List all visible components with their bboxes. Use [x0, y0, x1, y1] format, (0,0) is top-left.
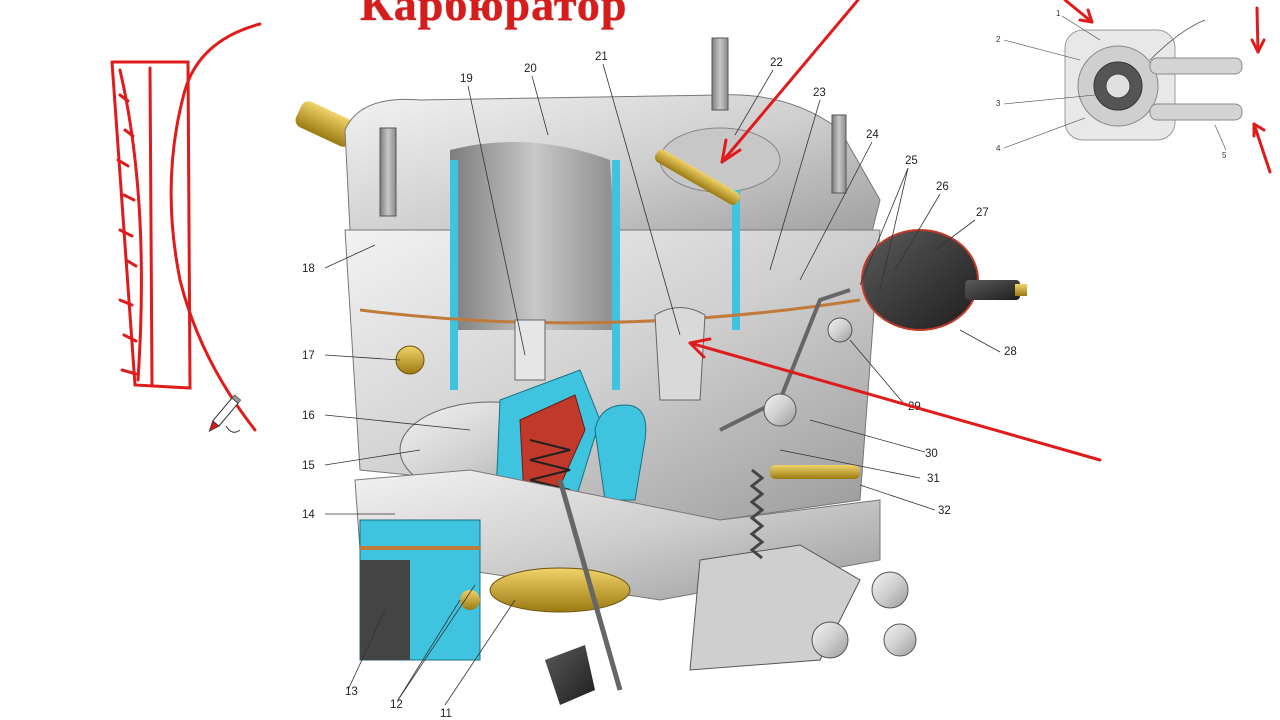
inset-label-5: 5	[1222, 151, 1227, 160]
cutaway-wall-left	[450, 160, 458, 390]
linkage-screw-29	[827, 317, 853, 343]
red-arrow-inset-2	[1255, 6, 1260, 54]
callout-13: 13	[345, 686, 358, 698]
fuel-tube	[654, 149, 740, 205]
choke-screw-28	[965, 280, 1020, 300]
callout-27: 27	[976, 207, 989, 219]
callout-12: 12	[390, 699, 403, 711]
choke-linkage	[719, 288, 851, 432]
throttle-jet-12	[460, 590, 480, 610]
callout-26: 26	[936, 181, 949, 193]
return-spring	[749, 468, 765, 560]
inset-angle-arc	[1149, 19, 1206, 61]
cutaway-wall-mid	[612, 160, 620, 390]
callout-22: 22	[770, 57, 783, 69]
red-arrow-to-secondary-bore-head	[720, 138, 742, 164]
callout-11: 11	[440, 708, 452, 720]
pump-rod	[557, 479, 623, 691]
stud-right	[831, 114, 847, 194]
callout-16: 16	[302, 410, 315, 422]
callout-32: 32	[938, 505, 951, 517]
primary-bore	[450, 142, 620, 330]
red-arrow-to-emulsion-tube	[688, 341, 1102, 462]
fuel-inlet-fitting	[295, 101, 357, 147]
red-arrow-to-secondary-bore	[720, 0, 860, 164]
sketch-jet-outline	[110, 60, 192, 390]
sketch-jet-inner	[118, 68, 143, 382]
lever-nut-2	[811, 621, 849, 659]
inset-label-2: 2	[996, 35, 1001, 44]
red-annotations	[110, 0, 1272, 462]
callout-31: 31	[927, 473, 940, 485]
callout-numbers: 11 12 13 14 15 16 17 18 19 20 21 22 23 2…	[302, 51, 1017, 720]
sketch-jet-divider	[148, 66, 154, 388]
gasket-stripe	[359, 298, 861, 325]
callout-18: 18	[302, 263, 315, 275]
inset-label-4: 4	[996, 144, 1001, 153]
fuel-channel	[594, 404, 647, 501]
stud-top	[711, 37, 729, 111]
sketch-jet-hatch	[116, 93, 138, 376]
callout-28: 28	[1004, 346, 1017, 358]
linkage-screw-30	[763, 393, 797, 427]
red-arrow-inset-3	[1252, 122, 1272, 174]
cutaway-wall-right	[732, 190, 740, 330]
pencil-cursor-tail	[225, 425, 241, 433]
inset-core	[1105, 73, 1131, 99]
callout-14: 14	[302, 509, 315, 521]
callout-30: 30	[925, 448, 938, 460]
callout-17: 17	[302, 350, 315, 362]
callout-19: 19	[460, 73, 473, 85]
idle-jet-17	[395, 345, 425, 375]
choke-screw-tip	[1015, 284, 1027, 296]
inset-label-3: 3	[996, 99, 1001, 108]
callout-25: 25	[905, 155, 918, 167]
adjust-screw-32	[770, 465, 860, 479]
callout-23: 23	[813, 87, 826, 99]
mounting-bracket	[545, 645, 595, 705]
callout-21: 21	[595, 51, 608, 63]
callout-leaders	[324, 63, 1001, 706]
callout-15: 15	[302, 460, 315, 472]
inset-label-1: 1	[1056, 9, 1061, 18]
red-arrow-to-emulsion-tube-head	[688, 337, 712, 359]
slide-title: Карбюратор	[360, 0, 628, 30]
lever-nut-3	[883, 623, 917, 657]
carburetor-body	[295, 37, 1027, 705]
pencil-cursor-icon	[208, 394, 242, 433]
lever-nut-1	[871, 571, 909, 609]
inset-tube-top	[1149, 57, 1243, 75]
red-arrow-inset-1	[1063, 0, 1094, 24]
sketch-curve	[169, 22, 262, 432]
stud-left	[379, 127, 397, 217]
emulsion-tube-21	[654, 307, 706, 401]
callout-24: 24	[866, 129, 879, 141]
inset-diagram: 1 2 3 4 5	[996, 9, 1243, 160]
inset-tube-bottom	[1149, 103, 1243, 121]
callout-20: 20	[524, 63, 537, 75]
